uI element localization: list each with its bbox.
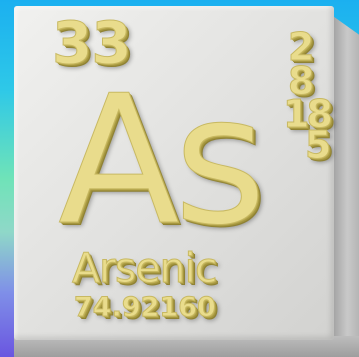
tile-side-edge [330,14,359,357]
element-symbol: As [58,57,267,264]
tile-face [14,6,334,340]
electron-shell-4: 5 [304,123,332,167]
electron-shell-2: 8 [287,59,315,103]
atomic-number: 33 [52,9,133,77]
tile-bottom-edge [14,336,359,357]
element-name: Arsenic [71,244,217,292]
electron-shell-1: 2 [287,25,315,69]
electron-shell-3: 18 [283,92,334,136]
atomic-mass: 74.92160 [74,292,217,323]
